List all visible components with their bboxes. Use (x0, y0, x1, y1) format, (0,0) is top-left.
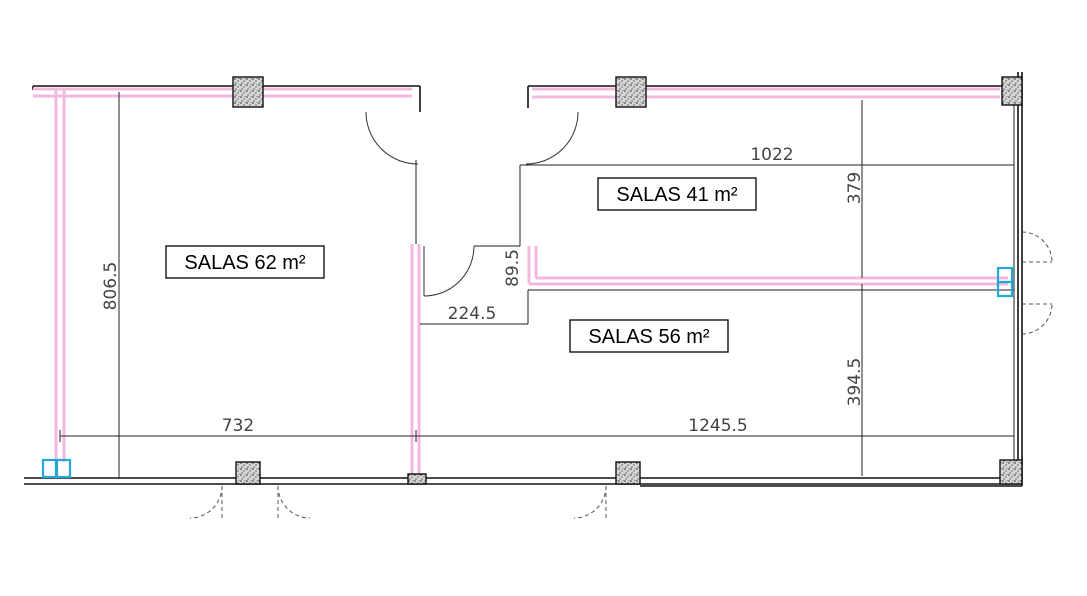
dimension-labels: 806.5 732 1245.5 1022 379 394.5 224.5 89… (101, 145, 865, 436)
dim-left-height: 806.5 (101, 262, 121, 311)
dim-bottom-left: 732 (222, 416, 254, 436)
dim-corridor-step: 89.5 (503, 249, 523, 287)
column-top-middle (615, 76, 647, 108)
room-41-text: SALAS 41 m² (616, 184, 738, 206)
room-label-41: SALAS 41 m² (597, 177, 757, 211)
dim-top-right: 1022 (750, 145, 793, 165)
column-bottom-middle (615, 461, 641, 485)
door-swing-room-41 (525, 111, 579, 165)
door-swing-bottom-1 (189, 485, 223, 519)
column-bottom-left (235, 461, 261, 485)
room-label-56: SALAS 56 m² (569, 319, 729, 353)
column-top-left (232, 76, 264, 108)
outer-walls (24, 72, 1023, 487)
dimension-lines (59, 92, 1014, 478)
partition-lines (33, 87, 1008, 474)
column-bottom-right (999, 459, 1023, 485)
dim-bottom-right: 1245.5 (688, 416, 747, 436)
dim-corridor-width: 224.5 (448, 304, 497, 324)
door-swing-room-62 (365, 111, 419, 165)
door-swing-right-upper (1021, 231, 1053, 263)
interior-walls (415, 100, 1015, 476)
doors (189, 111, 1053, 519)
dim-lower-right-height: 394.5 (845, 358, 865, 407)
dim-upper-right-height: 379 (845, 172, 865, 204)
door-swing-bottom-3 (573, 485, 607, 519)
door-swing-bottom-2 (277, 485, 311, 519)
door-swing-right-lower (1021, 303, 1053, 335)
column-bottom-partition (407, 473, 427, 485)
room-label-62: SALAS 62 m² (165, 245, 325, 279)
columns (232, 76, 1023, 485)
door-swing-corridor (423, 245, 475, 297)
room-62-text: SALAS 62 m² (184, 252, 306, 274)
cyan-markers (41, 266, 1014, 479)
room-56-text: SALAS 56 m² (588, 326, 710, 348)
column-top-right (1001, 76, 1023, 106)
